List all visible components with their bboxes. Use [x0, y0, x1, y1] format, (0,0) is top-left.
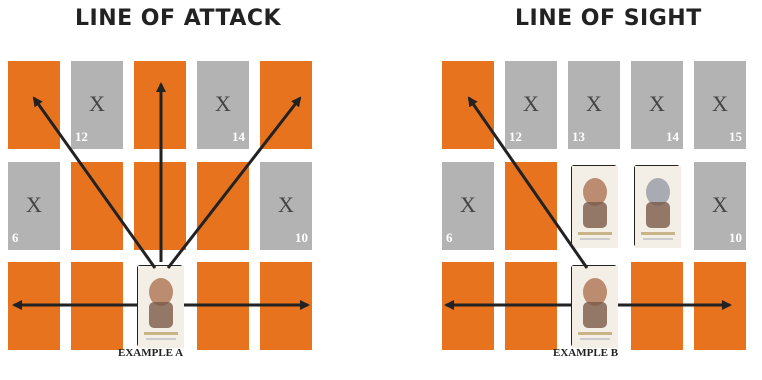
blocked-mark: X	[586, 91, 602, 116]
tile-number: 15	[729, 129, 742, 144]
blocked-mark: X	[712, 192, 728, 217]
tile-number: 6	[446, 230, 453, 245]
character-portrait-icon	[572, 166, 618, 248]
arrow-a-up-left	[32, 96, 157, 269]
open-tile	[505, 162, 557, 250]
arrows-overlay	[12, 82, 732, 310]
blocked-mark: X	[26, 192, 42, 217]
open-tile	[260, 61, 312, 149]
character-card	[571, 165, 618, 248]
tile-number: 13	[572, 129, 585, 144]
tile-number: 10	[729, 230, 742, 245]
tile-number: 14	[232, 129, 245, 144]
blocked-mark: X	[523, 91, 539, 116]
tile-number: 14	[666, 129, 679, 144]
blocked-mark: X	[215, 91, 231, 116]
character-portrait-icon	[572, 266, 618, 348]
character-portrait-icon	[635, 166, 681, 248]
open-tile	[71, 162, 123, 250]
blocked-mark: X	[712, 91, 728, 116]
character-card	[571, 265, 618, 348]
tile-number: 10	[295, 230, 308, 245]
character-card	[634, 165, 681, 248]
blocked-mark: X	[278, 192, 294, 217]
tile-number: 12	[509, 129, 522, 144]
blocked-mark: X	[649, 91, 665, 116]
panel-a-caption: EXAMPLE A	[118, 347, 184, 359]
arrow-a-up-right	[166, 96, 302, 269]
character-card	[137, 265, 184, 348]
blocked-mark: X	[460, 192, 476, 217]
character-portrait-icon	[138, 266, 184, 348]
panel-a-title: LINE OF ATTACK	[75, 6, 282, 31]
tile-number: 6	[12, 230, 19, 245]
tile-number: 12	[75, 129, 88, 144]
blocked-mark: X	[89, 91, 105, 116]
panel-b-caption: EXAMPLE B	[553, 347, 619, 359]
panel-b-title: LINE OF SIGHT	[515, 6, 702, 31]
arrow-b-up-left	[467, 96, 589, 269]
